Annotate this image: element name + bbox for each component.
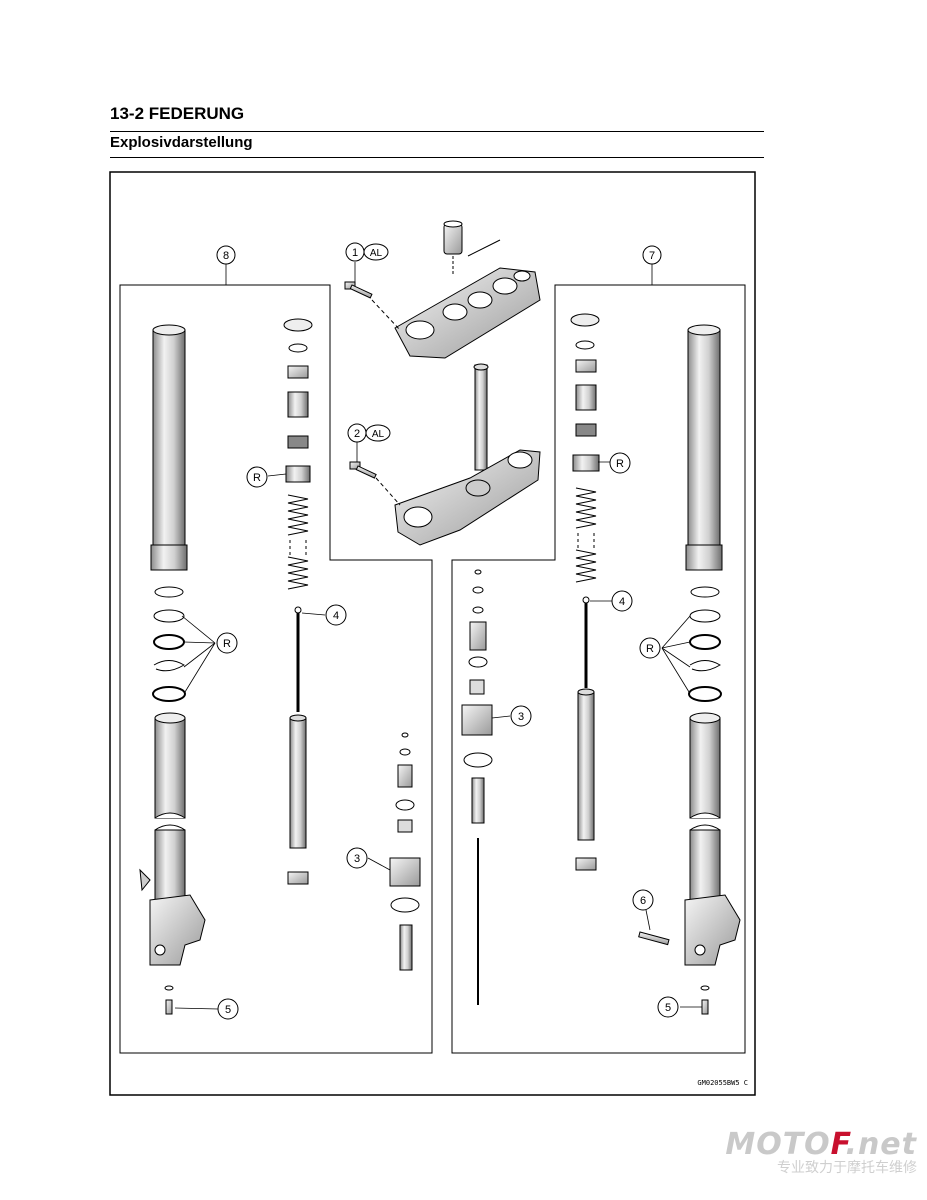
right-damper-rod [575, 596, 597, 871]
callout-r-left-top-label: R [253, 472, 261, 484]
callout-2-tag [365, 424, 391, 442]
callout-r-right-top [609, 452, 631, 474]
callout-r-right-seals [639, 637, 661, 659]
lower-triple-clamp [394, 363, 541, 546]
callout-labels: 8 7 1 AL 2 AL R R 4 4 R R 3 3 6 5 5 [223, 247, 671, 1016]
callout-4-right-label: 4 [619, 596, 625, 608]
callout-5-right-label: 5 [665, 1002, 671, 1014]
callout-r-right-top-label: R [616, 458, 624, 470]
bolt-1 [344, 281, 373, 299]
right-base-valve [461, 569, 493, 1005]
callout-r-left-seals [216, 632, 238, 654]
callout-5-right [657, 996, 679, 1018]
callout-3-right-label: 3 [518, 711, 524, 723]
left-outer-tube [150, 324, 188, 571]
callout-3-left [346, 847, 368, 869]
callout-7-circle [642, 245, 662, 265]
right-outer-tube [685, 324, 723, 571]
watermark: MOTOF.net 专业致力于摩托车维修 [725, 1127, 917, 1177]
right-bottom-bolt [700, 985, 710, 1015]
left-bottom-bolt [164, 985, 174, 1015]
left-seals [152, 586, 186, 702]
right-seals [688, 586, 722, 702]
callout-7: 7 [649, 250, 655, 262]
callouts [216, 242, 679, 1020]
callout-4-left-label: 4 [333, 610, 339, 622]
callout-5-left [217, 998, 239, 1020]
callout-2: 2 [354, 428, 360, 440]
diagram-frame [109, 171, 756, 1096]
callout-r-left-seals-label: R [223, 638, 231, 650]
right-fork-boundary [451, 284, 746, 1054]
left-fork-boundary [119, 284, 433, 1054]
section-divider [110, 157, 764, 158]
title-divider [110, 131, 764, 132]
right-cap-stack [570, 313, 600, 472]
callout-4-left [325, 604, 347, 626]
figure-code: GM02055BW5 C [697, 1079, 748, 1087]
left-damper-rod [287, 606, 309, 885]
callout-4-right [611, 590, 633, 612]
watermark-subtitle: 专业致力于摩托车维修 [777, 1160, 917, 1176]
callout-3-left-label: 3 [354, 853, 360, 865]
callout-r-right-seals-label: R [646, 643, 654, 655]
right-axle-bolt [638, 931, 670, 946]
leader-lines [174, 262, 702, 1010]
callout-6 [632, 889, 654, 911]
callout-r-left-top [246, 466, 268, 488]
callout-2-tag-label: AL [372, 429, 385, 440]
watermark-logo: MOTOF.net [725, 1127, 917, 1162]
page-title: 13-2 FEDERUNG [110, 104, 245, 123]
left-spring [287, 494, 309, 590]
callout-1-tag [363, 243, 389, 261]
callout-8: 8 [223, 250, 229, 262]
bolt-2 [349, 461, 377, 479]
callout-6-label: 6 [640, 895, 646, 907]
upper-triple-clamp [394, 220, 541, 359]
callout-3-right [510, 705, 532, 727]
left-base-valve [389, 732, 421, 971]
callout-1: 1 [352, 247, 358, 259]
right-inner-tube [684, 712, 741, 966]
left-cap-stack [283, 318, 313, 483]
callout-8-circle [216, 245, 236, 265]
section-title: Explosivdarstellung [110, 134, 253, 151]
left-inner-tube [139, 712, 206, 966]
right-spring [575, 487, 597, 583]
callout-5-left-label: 5 [225, 1004, 231, 1016]
callout-1-tag-label: AL [370, 248, 383, 259]
